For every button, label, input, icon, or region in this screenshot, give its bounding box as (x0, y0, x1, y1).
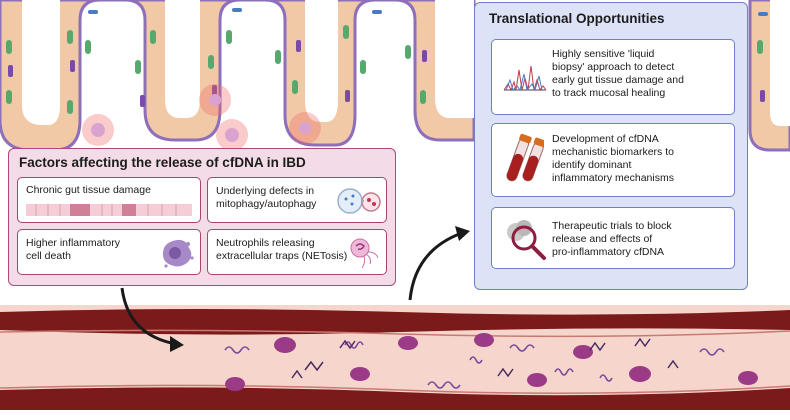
opportunity-line: to track mucosal healing (552, 87, 666, 99)
translational-panel: Translational Opportunities Highly sensi… (474, 2, 748, 290)
tissue-strip-icon (26, 204, 192, 216)
factors-panel: Factors affecting the release of cfDNA i… (8, 148, 396, 286)
opportunity-line: pro-inflammatory cfDNA (552, 246, 665, 258)
factor-label-line1: Underlying defects in (216, 185, 315, 197)
opportunity-line: Therapeutic trials to block (552, 220, 672, 232)
factor-netosis: Neutrophils releasing extracellular trap… (207, 229, 387, 275)
opportunity-therapeutic: Therapeutic trials to block release and … (491, 207, 735, 269)
opportunity-line: early gut tissue damage and (552, 74, 684, 86)
cfdna-fragments (224, 341, 725, 389)
blood-vessel (0, 305, 790, 410)
factor-label-line2: cell death (26, 250, 71, 262)
opportunity-liquid-biopsy: Highly sensitive 'liquid biopsy' approac… (491, 39, 735, 115)
curved-arrow-icon (120, 226, 470, 352)
opportunity-line: Highly sensitive 'liquid (552, 48, 655, 60)
factor-label-line1: Neutrophils releasing (216, 237, 315, 249)
opportunity-line: Development of cfDNA (552, 133, 659, 145)
factor-label: Chronic gut tissue damage (26, 184, 151, 196)
factor-cell-death: Higher inflammatory cell death (17, 229, 201, 275)
factor-label-line1: Higher inflammatory (26, 237, 120, 249)
factor-label-line2: extracellular traps (NETosis) (216, 250, 348, 262)
chromatogram-icon (503, 65, 547, 92)
factor-tissue-damage: Chronic gut tissue damage (17, 177, 201, 223)
opportunity-line: inflammatory mechanisms (552, 172, 674, 184)
opportunity-line: biopsy' approach to detect (552, 61, 675, 73)
opportunity-line: mechanistic biomarkers to (552, 146, 674, 158)
dying-cell-icon (162, 239, 194, 268)
factors-title: Factors affecting the release of cfDNA i… (19, 155, 306, 170)
opportunity-biomarkers: Development of cfDNA mechanistic biomark… (491, 123, 735, 197)
opportunity-line: release and effects of (552, 233, 653, 245)
nucleosomes (225, 333, 758, 391)
blood-tube-icon (506, 133, 544, 182)
opportunity-line: identify dominant (552, 159, 632, 171)
dna-helices (291, 337, 679, 379)
factor-label-line2: mitophagy/autophagy (216, 198, 317, 210)
mitochondria-icon (337, 188, 381, 214)
neutrophil-icon (350, 238, 379, 269)
translational-title: Translational Opportunities (489, 11, 665, 26)
intestinal-villi (0, 0, 790, 152)
inflammation-glow (82, 84, 321, 151)
factor-mitophagy: Underlying defects in mitophagy/autophag… (207, 177, 387, 223)
magnifier-icon (507, 220, 546, 260)
